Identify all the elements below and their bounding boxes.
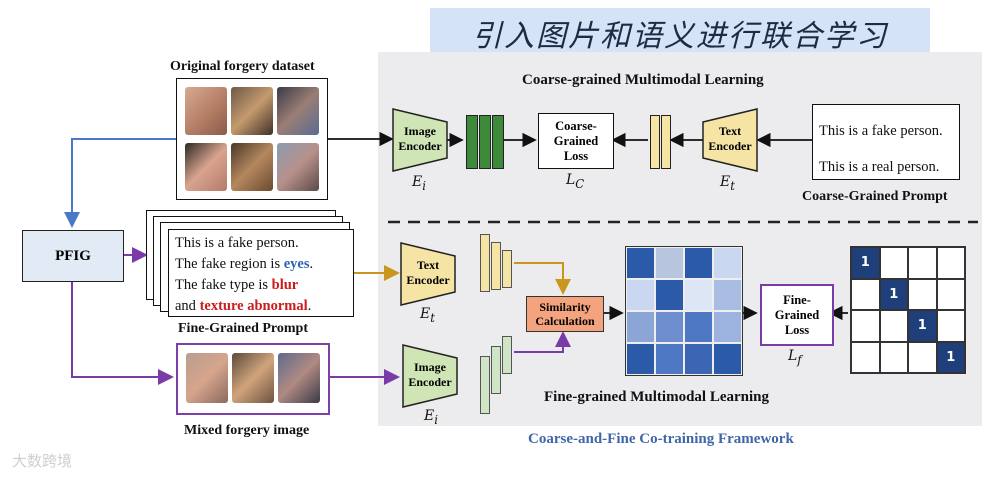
face-image <box>277 143 319 191</box>
fine-image-encoder-label: Image Encoder <box>408 360 452 389</box>
heatmap-cell <box>713 311 742 343</box>
fine-image-encoder-symbol: Ei <box>424 408 438 427</box>
face-image <box>277 87 319 135</box>
text-feature-bar <box>661 115 671 169</box>
heatmap-cell <box>684 247 713 279</box>
identity-cell <box>879 341 908 373</box>
heatmap-cell <box>684 343 713 375</box>
fine-loss-symbol: Lf <box>788 348 802 367</box>
coarse-text-encoder-label: Text Encoder <box>708 124 752 153</box>
identity-cell <box>879 310 908 342</box>
image-feature-bar <box>479 115 491 169</box>
coarse-text-encoder-symbol: Et <box>720 174 735 193</box>
fine-loss-box: Fine- Grained Loss <box>760 284 834 346</box>
prompt-line: This is a fake person. <box>175 235 299 251</box>
fine-prompt-label: Fine-Grained Prompt <box>178 321 309 336</box>
identity-cell <box>936 278 965 310</box>
coarse-text-encoder-shape <box>702 108 758 172</box>
identity-cell <box>851 310 880 342</box>
banner-title: 引入图片和语义进行联合学习 <box>430 8 930 58</box>
pfig-box: PFIG <box>22 230 124 282</box>
identity-cell <box>908 341 937 373</box>
heatmap-cell <box>626 247 655 279</box>
fine-text-encoder-shape <box>400 242 456 306</box>
heatmap-cell <box>655 311 684 343</box>
image-features-to-similarity-arrow <box>514 331 571 353</box>
heatmap-cell <box>626 311 655 343</box>
heatmap-cell <box>713 247 742 279</box>
heatmap-cell <box>655 343 684 375</box>
heatmap-cell <box>626 279 655 311</box>
fine-title: Fine-grained Multimodal Learning <box>544 389 769 405</box>
image-feature-bar <box>492 115 504 169</box>
heatmap-cell <box>655 279 684 311</box>
identity-cell-diagonal: 1 <box>879 278 908 310</box>
identity-cell-diagonal: 1 <box>936 341 965 373</box>
original-dataset-images <box>176 78 328 200</box>
fine-text-encoder-label: Text Encoder <box>406 258 450 287</box>
coarse-loss-box: Coarse- Grained Loss <box>538 113 614 169</box>
similarity-heatmap <box>625 246 743 376</box>
text-feature-bar <box>480 234 490 292</box>
coarse-title: Coarse-grained Multimodal Learning <box>522 72 764 88</box>
image-feature-bar <box>491 346 501 394</box>
face-image <box>185 87 227 135</box>
heatmap-cell <box>713 279 742 311</box>
fine-grained-prompt-card: This is a fake person. The fake region i… <box>168 229 354 317</box>
text-feature-bar <box>502 250 512 288</box>
mixed-forgery-images <box>176 343 330 415</box>
heatmap-cell <box>684 279 713 311</box>
prompt-line: The fake region is eyes. <box>175 256 314 272</box>
heatmap-cell <box>626 343 655 375</box>
heatmap-cell <box>684 311 713 343</box>
face-image <box>278 353 320 403</box>
coarse-image-encoder-label: Image Encoder <box>398 124 442 153</box>
mixed-image-label: Mixed forgery image <box>184 423 310 438</box>
image-feature-bar <box>502 336 512 374</box>
identity-cell <box>908 278 937 310</box>
text-feature-bar <box>650 115 660 169</box>
text-features-to-similarity-arrow <box>514 262 571 295</box>
similarity-calculation-box: Similarity Calculation <box>526 296 604 332</box>
coarse-prompt-line: This is a real person. <box>819 159 940 175</box>
identity-cell <box>851 341 880 373</box>
identity-cell <box>851 278 880 310</box>
fine-text-encoder-symbol: Et <box>420 306 435 325</box>
coarse-prompt-box: This is a fake person. This is a real pe… <box>812 104 960 180</box>
heatmap-cell <box>655 247 684 279</box>
prompt-line: The fake type is blur <box>175 277 299 293</box>
identity-cell <box>879 247 908 279</box>
image-feature-bar <box>480 356 490 414</box>
coarse-image-encoder-symbol: Ei <box>412 174 426 193</box>
face-image <box>231 143 273 191</box>
fine-image-encoder-shape <box>402 344 458 408</box>
prompt-line: and texture abnormal. <box>175 298 312 314</box>
dataset-to-pfig-arrow <box>64 138 176 228</box>
identity-matrix: 1 1 1 1 <box>850 246 966 374</box>
image-feature-bar <box>466 115 478 169</box>
identity-cell-diagonal: 1 <box>851 247 880 279</box>
identity-cell <box>908 247 937 279</box>
pfig-to-mixed-arrow <box>71 280 174 385</box>
face-image <box>185 143 227 191</box>
coarse-image-encoder-shape <box>392 108 448 172</box>
face-image <box>231 87 273 135</box>
face-image <box>232 353 274 403</box>
face-image <box>186 353 228 403</box>
text-feature-bar <box>491 242 501 290</box>
identity-cell <box>936 247 965 279</box>
coarse-loss-symbol: LC <box>566 172 585 191</box>
framework-caption: Coarse-and-Fine Co-training Framework <box>528 431 794 447</box>
coarse-prompt-label: Coarse-Grained Prompt <box>802 189 948 204</box>
identity-cell <box>936 310 965 342</box>
watermark: 大数跨境 <box>12 452 73 470</box>
dataset-label: Original forgery dataset <box>170 59 315 74</box>
heatmap-cell <box>713 343 742 375</box>
coarse-prompt-line: This is a fake person. <box>819 123 943 139</box>
identity-cell-diagonal: 1 <box>908 310 937 342</box>
